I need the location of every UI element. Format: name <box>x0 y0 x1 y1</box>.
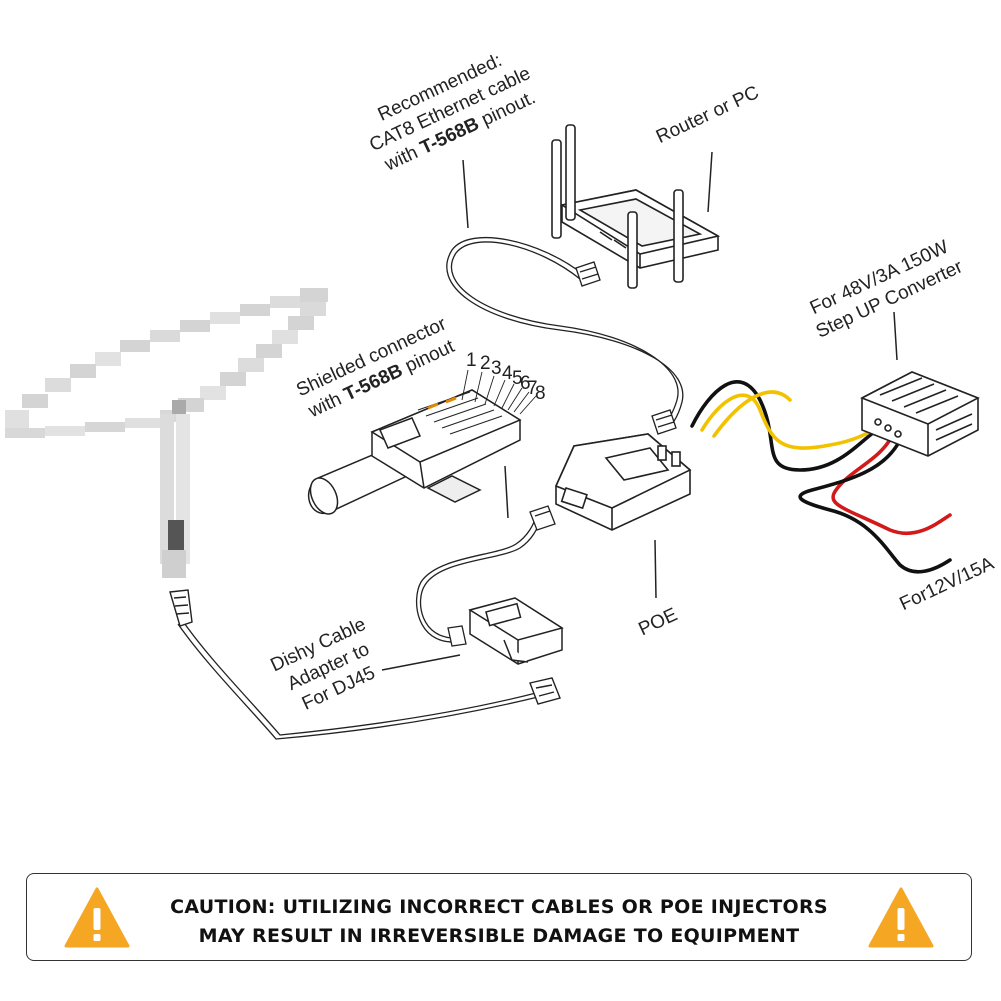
rj45-plug-adapter <box>447 625 467 647</box>
wire-red-1 <box>831 434 952 536</box>
ethernet-leader-line <box>462 159 469 229</box>
dj45-small-plug <box>529 677 561 705</box>
caution-banner: CAUTION: UTILIZING INCORRECT CABLES OR P… <box>26 873 972 961</box>
adapter-to-poe-cable <box>415 515 541 643</box>
caution-line-2: MAY RESULT IN IRREVERSIBLE DAMAGE TO EQU… <box>198 925 800 947</box>
router-label: Router or PC <box>653 82 762 148</box>
caution-line-1: CAUTION: UTILIZING INCORRECT CABLES OR P… <box>170 896 828 918</box>
converter-label: For 48V/3A 150W Step UP Converter <box>807 237 967 343</box>
warning-icon <box>868 887 934 948</box>
shielded-leader-line <box>504 465 509 519</box>
rj45-plug-router <box>575 261 601 287</box>
pin-numbers: 1 2 3 4 5 6 7 8 <box>466 350 546 404</box>
shielded-connector-illustration <box>307 389 522 515</box>
pin-number: 5 <box>512 368 523 389</box>
wire-yellow-1 <box>700 393 886 450</box>
dishy-leader-line <box>381 654 461 671</box>
pin-number: 2 <box>480 353 491 374</box>
ethernet-cable-label: Recommended: CAT8 Ethernet cable with T-… <box>366 50 538 176</box>
pin-number: 1 <box>466 350 477 371</box>
dishy-adapter-box <box>468 597 564 665</box>
converter-leader-line <box>893 311 898 361</box>
poe-leader-line <box>654 539 657 599</box>
wire-black-1 <box>690 380 882 472</box>
pin-number: 4 <box>502 363 513 384</box>
step-up-converter-illustration <box>860 371 980 457</box>
wire-yellow-2 <box>712 390 792 438</box>
poe-injector-illustration <box>554 433 692 531</box>
pin-leader-lines <box>461 369 537 415</box>
warning-icon <box>64 887 130 948</box>
svg-text:POE: POE <box>635 604 680 640</box>
rj45-plug-poe <box>651 409 677 435</box>
pin-number: 8 <box>535 383 546 404</box>
poe-label: POE <box>635 604 680 640</box>
pin-number: 6 <box>520 373 531 394</box>
dishy-adapter-label: Dishy Cable Adapter to For DJ45 <box>268 614 379 715</box>
wire-black-2 <box>798 438 952 574</box>
svg-text:Router or PC: Router or PC <box>653 82 762 148</box>
pin-number: 3 <box>491 358 502 379</box>
cat8-ethernet-cable <box>446 237 684 433</box>
router-illustration <box>551 124 721 289</box>
pin-number: 7 <box>527 378 538 399</box>
converter-wires <box>690 380 952 574</box>
dishy-cable <box>177 619 541 740</box>
dishy-plug <box>169 589 193 627</box>
router-leader-line <box>707 151 713 213</box>
rj45-plug-lower <box>529 505 556 531</box>
satellite-dish-pixelated <box>5 288 328 578</box>
